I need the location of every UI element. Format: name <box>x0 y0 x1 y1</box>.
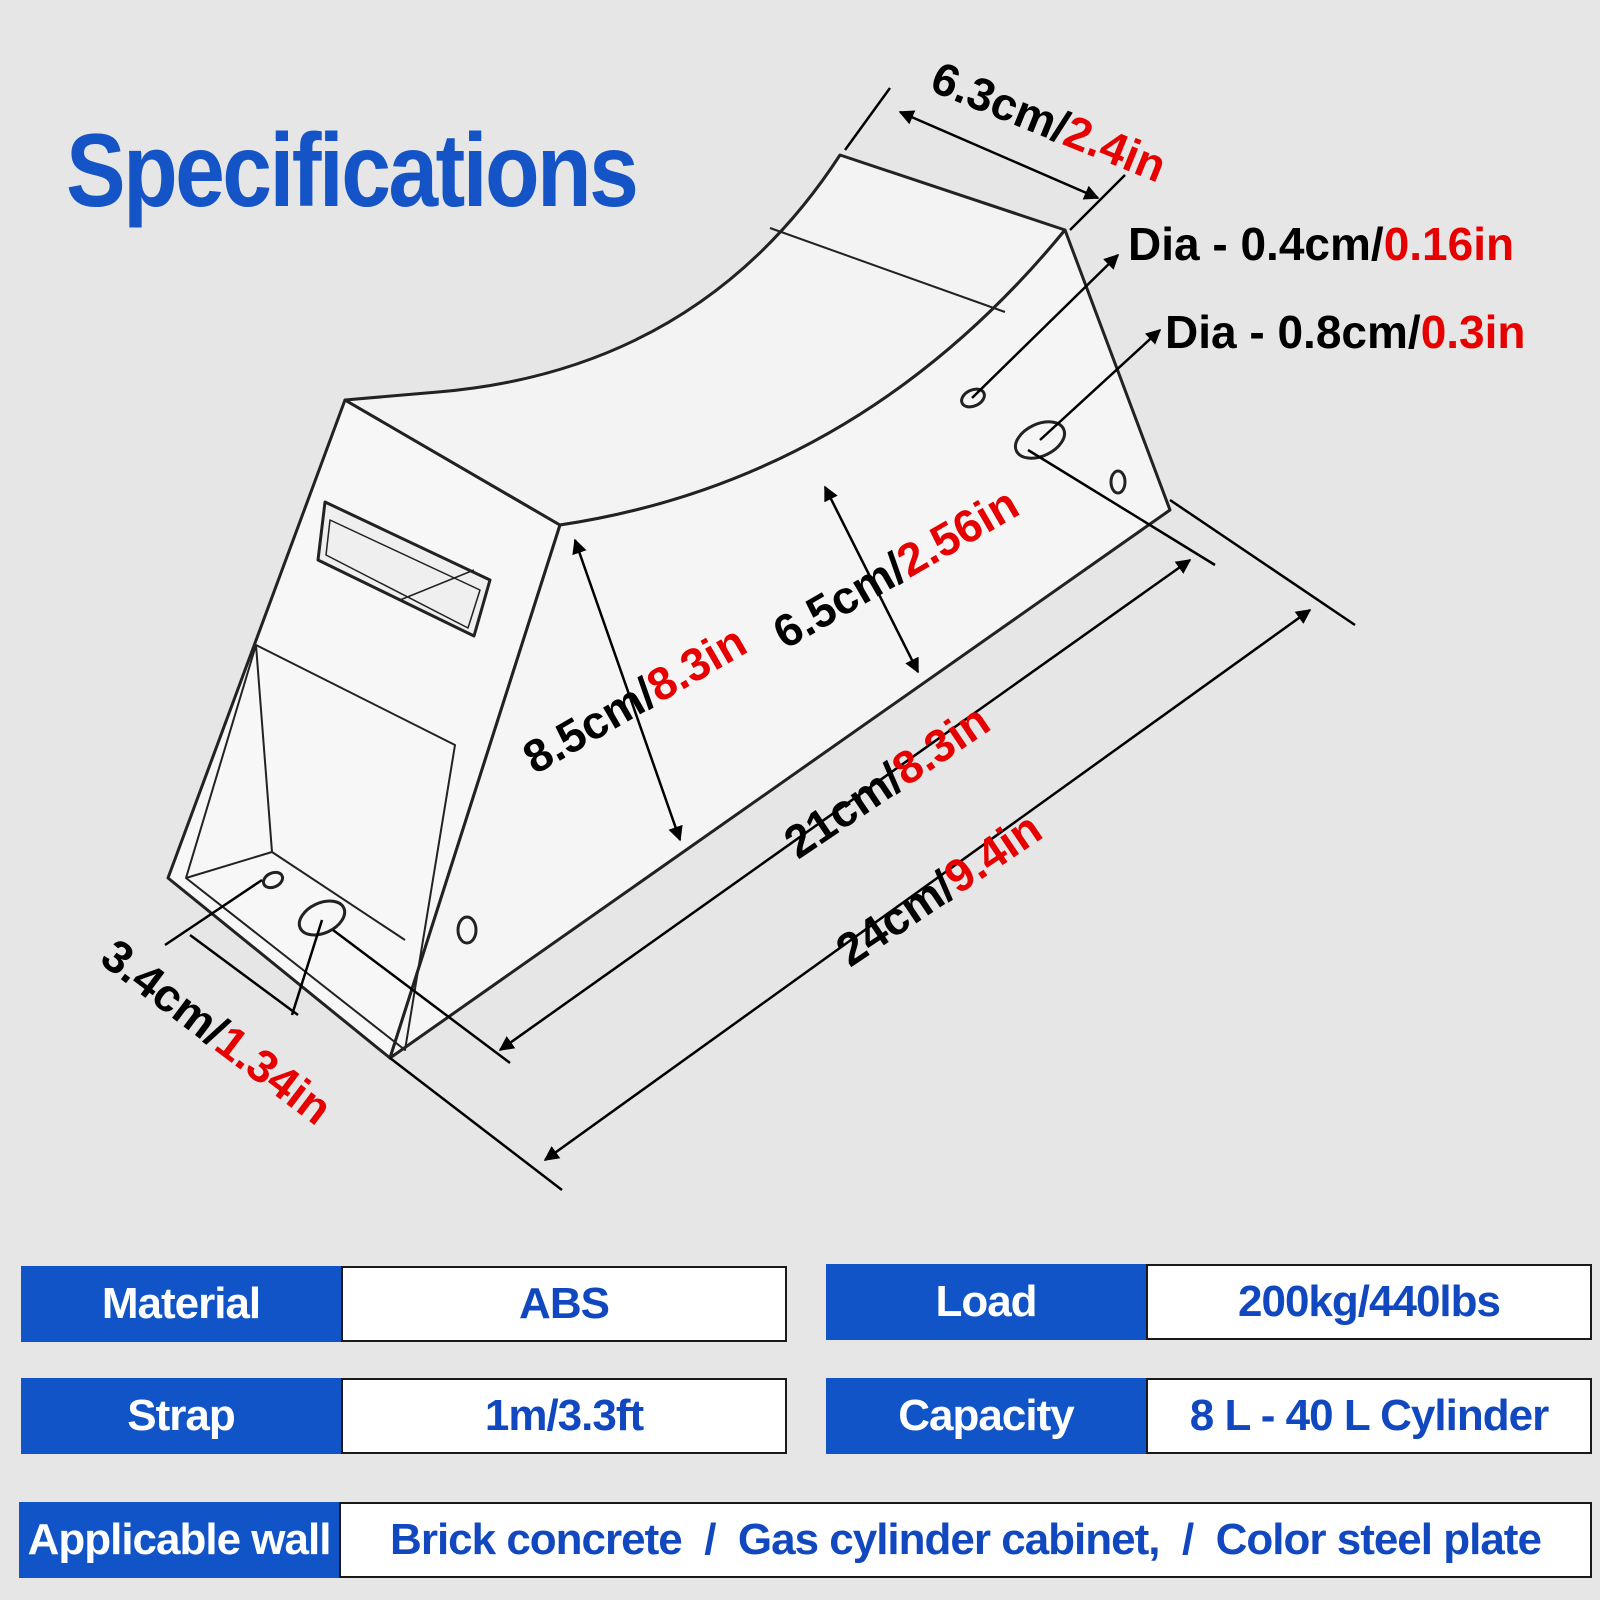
dimension-lines <box>164 87 1356 1191</box>
base-recess <box>185 644 456 1051</box>
spec-row-capacity: Capacity 8 L - 40 L Cylinder <box>826 1378 1592 1454</box>
small-hole-leader <box>971 253 1120 399</box>
handle-slot <box>316 500 492 638</box>
spec-label-material: Material <box>21 1266 341 1342</box>
spec-value-material: ABS <box>341 1266 787 1342</box>
spec-row-load: Load 200kg/440lbs <box>826 1264 1592 1340</box>
spec-value-load: 200kg/440lbs <box>1146 1264 1592 1340</box>
dim-top-width: 6.3cm/2.4in <box>924 51 1173 192</box>
wheel-chock-drawing <box>166 153 1172 1060</box>
side-hole-back <box>1109 469 1127 495</box>
total-length-arrow <box>543 608 1312 1162</box>
large-hole-leader <box>1039 328 1162 441</box>
spec-value-wall: Brick concrete / Gas cylinder cabinet, /… <box>339 1502 1592 1578</box>
spec-row-wall: Applicable wall Brick concrete / Gas cyl… <box>19 1502 1592 1578</box>
spec-row-strap: Strap 1m/3.3ft <box>21 1378 787 1454</box>
spec-row-material: Material ABS <box>21 1266 787 1342</box>
spec-value-strap: 1m/3.3ft <box>341 1378 787 1454</box>
side-hole-front <box>456 915 478 945</box>
spec-label-wall: Applicable wall <box>19 1502 339 1578</box>
spec-value-capacity: 8 L - 40 L Cylinder <box>1146 1378 1592 1454</box>
width-arrow <box>898 110 1100 200</box>
spec-label-load: Load <box>826 1264 1146 1340</box>
spec-label-capacity: Capacity <box>826 1378 1146 1454</box>
dim-hole-small: Dia - 0.4cm/0.16in <box>1128 218 1514 270</box>
base-width-arrow <box>189 933 299 1017</box>
mount-hole-large-back <box>1013 420 1067 460</box>
product-diagram: 6.3cm/2.4in Dia - 0.4cm/0.16in Dia - 0.8… <box>92 51 1526 1191</box>
mount-hole-small-front <box>261 870 285 890</box>
mount-hole-large-front <box>297 899 347 937</box>
page-title: Specifications <box>66 113 639 229</box>
spec-label-strap: Strap <box>21 1378 341 1454</box>
mount-hole-small-back <box>960 387 986 409</box>
dim-hole-large: Dia - 0.8cm/0.3in <box>1165 306 1526 358</box>
